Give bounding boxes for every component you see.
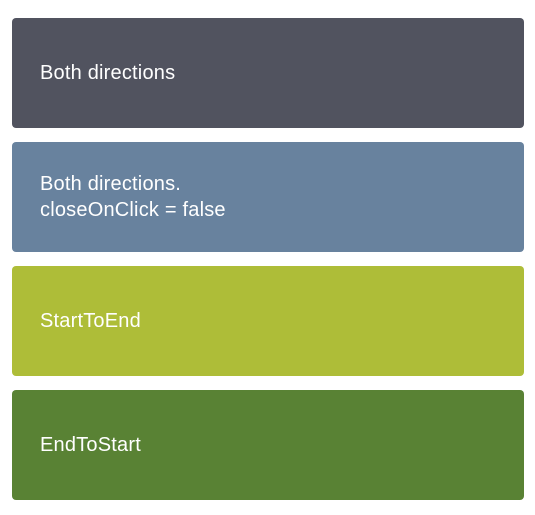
swipe-item-label: StartToEnd xyxy=(40,310,141,332)
swipe-item-start-to-end[interactable]: StartToEnd xyxy=(12,266,524,376)
swipe-item-label: EndToStart xyxy=(40,434,141,456)
swipe-item-end-to-start[interactable]: EndToStart xyxy=(12,390,524,500)
swipe-item-both-directions-no-close[interactable]: Both directions. closeOnClick = false xyxy=(12,142,524,252)
swipe-item-label: Both directions. closeOnClick = false xyxy=(40,173,226,221)
swipe-item-label: Both directions xyxy=(40,62,176,84)
swipe-item-both-directions[interactable]: Both directions xyxy=(12,18,524,128)
swipe-item-list: Both directions Both directions. closeOn… xyxy=(12,18,524,500)
